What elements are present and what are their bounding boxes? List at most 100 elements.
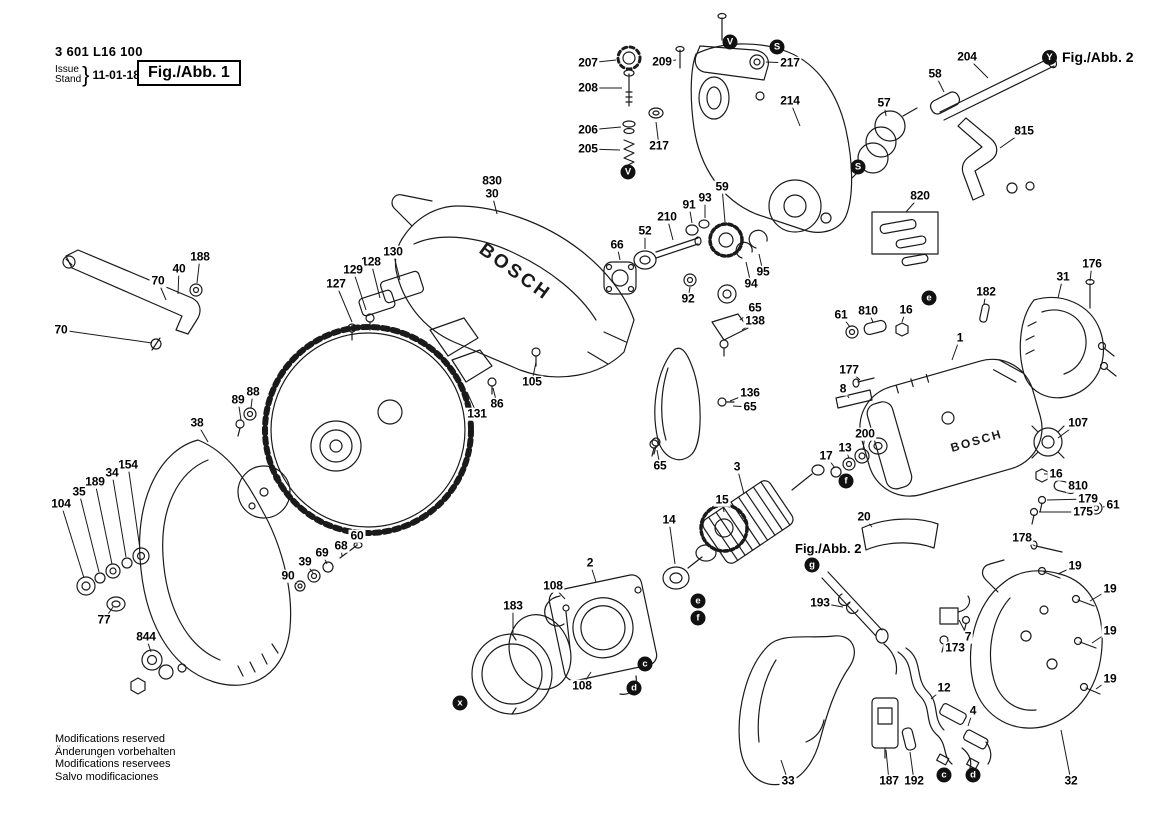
spindle-washers xyxy=(76,547,187,695)
figure-2-label-top: Fig./Abb. 2 xyxy=(1062,49,1134,65)
leader-86 xyxy=(492,387,498,405)
issue-date: 11-01-18 xyxy=(92,68,140,82)
leader-154 xyxy=(127,464,141,550)
deflector-plate xyxy=(711,313,749,357)
field-stator xyxy=(544,574,658,695)
support-bracket xyxy=(62,249,203,351)
release-lever xyxy=(957,117,1035,201)
leader-34 xyxy=(111,472,127,558)
leader-810 xyxy=(867,310,874,323)
leader-138 xyxy=(741,320,756,331)
leader-33 xyxy=(780,759,789,782)
switch xyxy=(871,697,917,759)
leader-8 xyxy=(842,388,850,399)
leader-95 xyxy=(758,253,764,273)
leader-61 xyxy=(840,314,851,328)
retaining-ring xyxy=(471,614,572,715)
leader-206 xyxy=(587,126,622,131)
leader-68 xyxy=(340,545,343,557)
figure-1-label: Fig./Abb. 1 xyxy=(137,60,241,86)
footer-line-fr: Modifications reservees xyxy=(55,758,171,770)
pin-set xyxy=(871,211,939,267)
leader-128 xyxy=(370,261,381,299)
footer-line-de: Änderungen vorbehalten xyxy=(55,745,176,758)
leader-70 xyxy=(157,280,167,301)
leader-815 xyxy=(999,130,1025,149)
leader-182 xyxy=(983,291,987,305)
figure-2-ref-mid: Fig./Abb. 2 xyxy=(795,541,862,556)
leader-4 xyxy=(967,710,974,727)
leader-192 xyxy=(909,751,915,782)
leader-38 xyxy=(196,422,209,443)
leader-108 xyxy=(581,671,592,687)
footer-line-es: Salvo modificaciones xyxy=(55,770,159,783)
modifications-note: Modifications reserved Änderungen vorbeh… xyxy=(55,733,175,783)
leader-173 xyxy=(946,641,956,649)
depth-rod xyxy=(929,55,1058,121)
leader-70 xyxy=(60,329,153,344)
issue-stand: Issue Stand } 11-01-18 xyxy=(55,62,143,88)
leader-1 xyxy=(951,337,961,361)
rear-handle xyxy=(738,635,855,786)
leader-57 xyxy=(883,102,887,117)
leader-94 xyxy=(745,261,752,285)
leader-31 xyxy=(1057,276,1064,299)
leader-105 xyxy=(531,361,537,383)
leader-107 xyxy=(1057,422,1079,439)
leader-2 xyxy=(589,562,597,583)
leader-32 xyxy=(1060,729,1072,782)
leader-200 xyxy=(862,433,866,451)
gear-housing-cover xyxy=(690,43,853,233)
leader-7 xyxy=(958,619,969,638)
leader-129 xyxy=(352,269,367,311)
leader-108 xyxy=(552,585,566,600)
leader-204 xyxy=(966,56,989,79)
cord-set xyxy=(897,647,992,770)
leader-193 xyxy=(819,602,844,608)
top-lever xyxy=(694,12,769,81)
leader-210 xyxy=(666,216,674,241)
leader-130 xyxy=(392,251,401,281)
leader-20 xyxy=(863,516,873,528)
leader-13 xyxy=(844,447,850,459)
leader-189 xyxy=(94,481,113,565)
saw-blade xyxy=(262,324,474,536)
leader-77 xyxy=(103,606,114,621)
leader-12 xyxy=(930,687,945,700)
part-number: 3 601 L16 100 xyxy=(55,44,143,59)
misc-screws xyxy=(235,407,661,455)
title-block: 3 601 L16 100 Issue Stand } 11-01-18 xyxy=(55,44,143,88)
issue-label: Issue xyxy=(55,64,79,75)
leader-30 xyxy=(491,193,498,215)
link-shaft xyxy=(821,571,898,675)
leader-61 xyxy=(1102,504,1114,508)
leader-69 xyxy=(321,552,328,565)
leader-178 xyxy=(1021,537,1036,547)
brace-glyph: } xyxy=(82,62,90,87)
leader-217 xyxy=(765,61,791,64)
leader-19 xyxy=(1091,630,1111,644)
leader-65 xyxy=(732,405,751,408)
leader-59 xyxy=(721,186,726,223)
gear-train xyxy=(603,219,768,304)
front-grip xyxy=(649,347,735,461)
leader-188 xyxy=(196,256,201,284)
motor-end-cap xyxy=(1019,278,1117,399)
leader-91 xyxy=(688,204,693,224)
leader-214 xyxy=(789,100,801,127)
leader-16 xyxy=(901,309,907,323)
baffle-plate xyxy=(861,518,939,551)
leader-177 xyxy=(848,369,861,381)
leader-35 xyxy=(78,491,100,573)
leader-90 xyxy=(287,575,298,585)
leader-19 xyxy=(1057,565,1076,575)
marker-Y: Y xyxy=(1042,49,1057,65)
leader-209 xyxy=(661,59,677,63)
leader-136 xyxy=(729,392,751,402)
leader-3 xyxy=(736,466,745,495)
pivot-plates xyxy=(347,270,541,395)
leader-65 xyxy=(656,449,661,467)
leader-205 xyxy=(587,148,621,151)
leader-65 xyxy=(739,307,756,321)
